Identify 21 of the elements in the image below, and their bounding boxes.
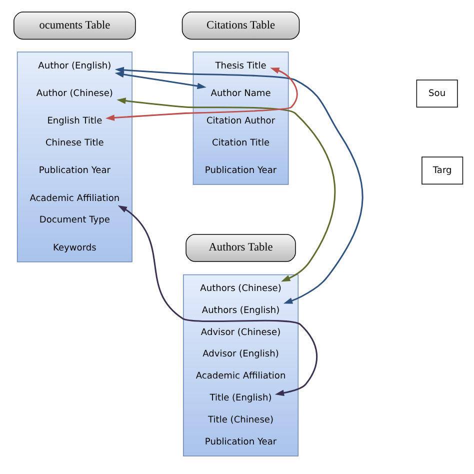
node-text: Academic Affiliation: [196, 372, 286, 382]
node-text: Thesis Title: [215, 61, 266, 72]
node-text: Chinese Title: [45, 138, 104, 148]
node-text: Keywords: [53, 243, 96, 254]
node-text: Title (English): [210, 394, 272, 404]
node-text: Advisor (English): [202, 350, 279, 360]
node-text: Authors (Chinese): [200, 284, 282, 294]
node-text: Academic Affiliation: [30, 194, 120, 204]
node-text: Advisor (Chinese): [200, 328, 281, 338]
node-text: English Title: [47, 116, 102, 126]
node-text: Author Name: [210, 88, 271, 99]
node-text: Citation Author: [206, 116, 276, 126]
node-text: Publication Year: [38, 166, 111, 176]
node-text: Citation Title: [212, 138, 270, 148]
node-text: Author (Chinese): [36, 88, 113, 99]
node-text: Document Type: [39, 216, 110, 226]
node-text: Publication Year: [204, 437, 277, 448]
node-text: Publication Year: [204, 166, 277, 176]
node-text: Author (English): [38, 61, 112, 72]
node-text: Authors (English): [202, 306, 280, 316]
node-text: Title (Chinese): [208, 415, 274, 426]
